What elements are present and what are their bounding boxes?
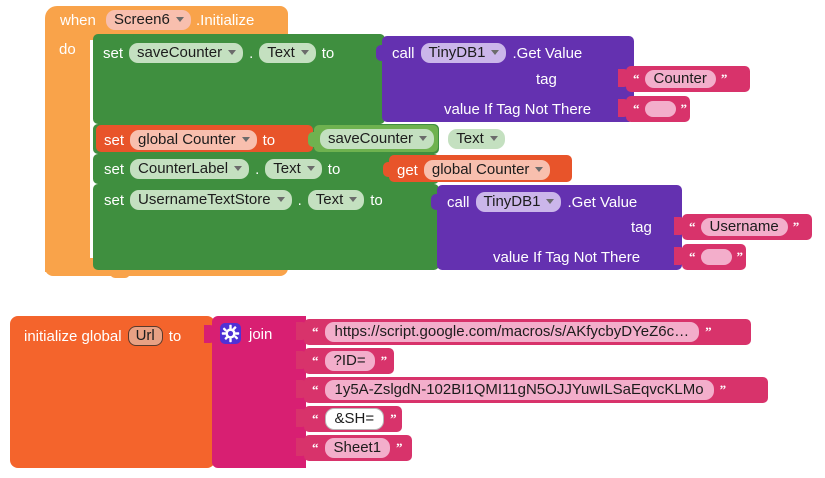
- tinydb1-component-dropdown[interactable]: TinyDB1: [420, 43, 507, 63]
- savecounter-getter-property-dropdown[interactable]: Text: [448, 129, 505, 149]
- join-socket-2[interactable]: [296, 351, 306, 369]
- savecounter-text-getter-plug: [308, 132, 316, 147]
- chevron-down-icon[interactable]: [241, 137, 250, 142]
- chevron-down-icon[interactable]: [228, 50, 237, 55]
- tinydb2-value-socket[interactable]: [674, 247, 684, 265]
- init-global-url-row: initialize global Url to: [24, 326, 182, 346]
- get-global-counter-row: get global Counter: [397, 160, 551, 180]
- chevron-down-icon[interactable]: [306, 166, 315, 171]
- chevron-down-icon[interactable]: [535, 167, 544, 172]
- set-global-counter-row: set global Counter to: [104, 130, 276, 150]
- event-block-bottom-notch: [110, 272, 130, 278]
- text-value-counter[interactable]: Counter: [644, 70, 716, 88]
- tinydb1-valueifnotthere-param-label: value If Tag Not There: [444, 101, 592, 118]
- chevron-down-icon[interactable]: [175, 17, 184, 22]
- savecounter-property-dropdown[interactable]: Text: [259, 43, 316, 63]
- chevron-down-icon[interactable]: [300, 50, 309, 55]
- text-block-empty-username-default[interactable]: “ ”: [682, 244, 746, 270]
- savecounter-getter-component-dropdown[interactable]: saveCounter: [320, 129, 435, 149]
- init-global-url-socket[interactable]: [204, 325, 214, 343]
- tinydb2-call-row: call TinyDB1 .Get Value: [447, 192, 638, 212]
- tinydb2-tag-socket[interactable]: [674, 217, 684, 235]
- tinydb2-left-plug: [431, 194, 439, 210]
- tinydb2-component-dropdown[interactable]: TinyDB1: [475, 192, 562, 212]
- tinydb1-tag-socket[interactable]: [618, 69, 628, 87]
- event-name-label: .Initialize: [196, 12, 255, 29]
- join-label: join: [249, 326, 273, 343]
- text-value-sheet-id[interactable]: 1y5A-ZslgdN-102BI1QMI11gN5OJJYuwILSaEqvc…: [324, 380, 714, 400]
- usernametextstore-component-dropdown[interactable]: UsernameTextStore: [130, 190, 292, 210]
- join-gear-icon[interactable]: [220, 323, 241, 344]
- chevron-down-icon[interactable]: [419, 136, 428, 141]
- chevron-down-icon[interactable]: [546, 199, 555, 204]
- usernametextstore-property-dropdown[interactable]: Text: [307, 190, 365, 210]
- text-block-empty-counter-default[interactable]: “ ”: [626, 96, 690, 122]
- tinydb1-tag-param-label: tag: [536, 71, 557, 88]
- text-value-empty-2[interactable]: [700, 249, 732, 265]
- chevron-down-icon[interactable]: [234, 166, 243, 171]
- join-socket-4[interactable]: [296, 409, 306, 427]
- text-value-sh-param[interactable]: &SH=: [324, 408, 385, 430]
- url-variable-name-field[interactable]: Url: [127, 326, 163, 346]
- block-top-notch: [112, 34, 134, 41]
- join-socket-1[interactable]: [296, 322, 306, 340]
- savecounter-component-dropdown[interactable]: saveCounter: [129, 43, 244, 63]
- savecounter-text-getter-row: saveCounter . Text: [320, 129, 505, 149]
- join-socket-5[interactable]: [296, 438, 306, 456]
- tinydb2-tag-param-label: tag: [631, 219, 652, 236]
- text-block-sh-param[interactable]: “ &SH= ”: [304, 406, 402, 432]
- event-block-left-column: [45, 24, 90, 272]
- set-counterlabel-row: set CounterLabel . Text to: [104, 159, 341, 179]
- text-value-url-base[interactable]: https://script.google.com/macros/s/AKfyc…: [324, 322, 700, 342]
- text-block-username[interactable]: “ Username ”: [682, 214, 812, 240]
- text-value-id-param[interactable]: ?ID=: [324, 351, 375, 371]
- event-when-label: when: [60, 12, 96, 29]
- initialize-global-url-block[interactable]: [10, 316, 215, 468]
- tinydb1-value-socket[interactable]: [618, 99, 628, 117]
- text-block-url-base[interactable]: “ https://script.google.com/macros/s/AKf…: [304, 319, 751, 345]
- join-socket-3[interactable]: [296, 380, 306, 398]
- text-block-id-param[interactable]: “ ?ID= ”: [304, 348, 394, 374]
- chevron-down-icon[interactable]: [349, 197, 358, 202]
- tinydb1-left-plug: [376, 45, 384, 61]
- global-counter-variable-dropdown[interactable]: global Counter: [130, 130, 257, 150]
- chevron-down-icon[interactable]: [491, 50, 500, 55]
- set-savecounter-row: set saveCounter . Text to: [103, 43, 335, 63]
- text-value-username[interactable]: Username: [700, 218, 788, 236]
- text-value-empty[interactable]: [644, 101, 676, 117]
- tinydb2-valueifnotthere-param-label: value If Tag Not There: [493, 249, 641, 266]
- text-block-sheet-id[interactable]: “ 1y5A-ZslgdN-102BI1QMI11gN5OJJYuwILSaEq…: [304, 377, 768, 403]
- text-value-sheet-name[interactable]: Sheet1: [324, 438, 391, 458]
- tinydb1-call-row: call TinyDB1 .Get Value: [392, 43, 583, 63]
- text-block-counter[interactable]: “ Counter ”: [626, 66, 750, 92]
- chevron-down-icon[interactable]: [489, 136, 498, 141]
- get-global-counter-dropdown[interactable]: global Counter: [423, 160, 551, 180]
- counterlabel-property-dropdown[interactable]: Text: [265, 159, 322, 179]
- event-do-label: do: [59, 41, 76, 58]
- text-block-sheet-name[interactable]: “ Sheet1 ”: [304, 435, 412, 461]
- set-usernametextstore-row: set UsernameTextStore . Text to: [104, 190, 383, 210]
- chevron-down-icon[interactable]: [276, 197, 285, 202]
- counterlabel-component-dropdown[interactable]: CounterLabel: [130, 159, 250, 179]
- event-component-dropdown[interactable]: Screen6: [106, 10, 191, 30]
- get-global-counter-plug: [383, 162, 391, 177]
